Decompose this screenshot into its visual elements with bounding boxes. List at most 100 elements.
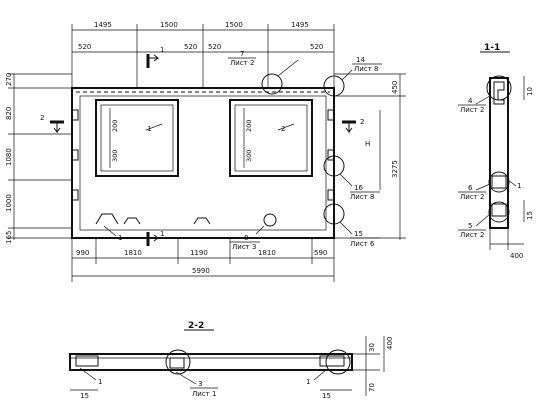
section-mark-2b: 2 (360, 118, 364, 126)
section-1-1-callout-4: 4 Лист 2 (458, 95, 491, 114)
section-1-1-embeds (491, 175, 507, 217)
svg-text:1495: 1495 (94, 21, 112, 29)
section-1-1-top-detail (493, 81, 505, 105)
plan-mark-3: 1 (118, 234, 122, 242)
svg-text:3: 3 (198, 380, 202, 388)
section-1-1-circle-mid (488, 171, 510, 193)
svg-text:Лист 1: Лист 1 (192, 390, 216, 398)
bottom-dimension-chain: 990 1810 1190 1810 590 5990 (71, 238, 335, 282)
section-1-1-dim-15: 15 (526, 211, 534, 220)
opening-dim-3: 200 (245, 120, 253, 132)
svg-text:14: 14 (356, 56, 365, 64)
svg-text:1500: 1500 (160, 21, 178, 29)
svg-text:990: 990 (76, 249, 89, 257)
section-1-1-circle-top (486, 75, 512, 101)
callout-15: 15 Лист 6 (339, 221, 380, 248)
plan-mark-2: 2 (281, 125, 285, 133)
embedded-parts-bottom (95, 213, 211, 225)
cut-2-left-arrow (53, 122, 61, 134)
mark-leader-2 (277, 123, 295, 131)
section-1-1-circle-bottom (488, 201, 510, 223)
section-2-2: 2-2 1 1 3 Лист 1 15 15 70 400 30 (69, 321, 394, 400)
right-dimension-chain: 450 3275 (334, 73, 406, 240)
svg-text:520: 520 (184, 43, 197, 51)
svg-text:1190: 1190 (190, 249, 208, 257)
section-1-1: 1-1 4 Лист 2 6 Лист 2 5 Лист 2 1 (458, 43, 534, 260)
svg-text:450: 450 (391, 81, 399, 94)
section-2-2-end-ribs (75, 355, 345, 367)
detail-circle-7 (261, 73, 283, 95)
section-2-2-mark-leader-2 (313, 369, 327, 381)
panel-inner-edge (79, 95, 327, 231)
embed-circle (263, 213, 277, 227)
right-notches (327, 109, 334, 201)
svg-text:Лист 8: Лист 8 (350, 193, 374, 201)
section-1-1-callout-6: 6 Лист 2 (458, 183, 491, 201)
svg-text:8: 8 (244, 234, 248, 242)
svg-text:16: 16 (354, 184, 363, 192)
detail-circle-15 (323, 203, 345, 225)
svg-text:165: 165 (5, 231, 13, 244)
section-mark-1b: 1 (160, 230, 164, 238)
section-2-2-dim-30: 30 (368, 343, 376, 352)
section-2-2-callout-3: 3 Лист 1 (175, 371, 218, 398)
section-2-2-dim-15a: 15 (80, 392, 89, 400)
svg-text:1000: 1000 (5, 194, 13, 212)
opening-dim-2: 300 (111, 150, 119, 162)
section-1-1-dim-400: 400 (510, 252, 523, 260)
panel-outline (71, 87, 335, 239)
svg-text:270: 270 (5, 73, 13, 86)
svg-text:Лист 8: Лист 8 (354, 65, 378, 73)
cut-1-top-arrow (148, 54, 160, 62)
svg-text:Лист 2: Лист 2 (460, 231, 484, 239)
cut-2-right-arrow (345, 122, 353, 134)
section-1-1-mark: 1 (517, 182, 521, 190)
total-width-label: 5990 (192, 267, 210, 275)
cut-1-bottom-arrow (148, 234, 160, 242)
mark-leader-1 (145, 123, 163, 131)
svg-text:Лист 2: Лист 2 (460, 106, 484, 114)
section-2-2-circle-right (325, 349, 351, 375)
top-dimension-chain: 1495 1500 1500 1495 520 520 520 520 (71, 21, 335, 88)
section-mark-1a: 1 (160, 46, 164, 54)
opening-right-inner (234, 104, 308, 172)
opening-dim-1: 200 (111, 120, 119, 132)
section-2-2-mark-1: 1 (98, 378, 102, 386)
callout-14: 14 Лист 8 (341, 56, 382, 81)
svg-text:4: 4 (468, 97, 473, 105)
callout-8: 8 Лист 3 (230, 225, 265, 251)
svg-text:1810: 1810 (124, 249, 142, 257)
svg-text:1080: 1080 (5, 148, 13, 166)
svg-text:520: 520 (310, 43, 323, 51)
section-2-2-body (69, 353, 353, 371)
opening-left-inner (100, 104, 174, 172)
plan-mark-1: 1 (147, 125, 151, 133)
opening-left (95, 99, 179, 177)
opening-dim-4: 300 (245, 150, 253, 162)
section-2-2-mid-embed (169, 357, 185, 369)
svg-text:Лист 3: Лист 3 (232, 243, 256, 251)
svg-text:Лист 2: Лист 2 (460, 193, 484, 201)
section-2-2-mark-2: 1 (306, 378, 310, 386)
left-notches (72, 109, 79, 201)
svg-text:6: 6 (468, 184, 473, 192)
svg-text:1495: 1495 (291, 21, 309, 29)
mark-leader-3 (103, 225, 117, 237)
section-1-1-title: 1-1 (484, 43, 500, 53)
section-2-2-title: 2-2 (188, 321, 204, 331)
svg-text:590: 590 (314, 249, 327, 257)
svg-text:520: 520 (208, 43, 221, 51)
svg-text:15: 15 (354, 230, 363, 238)
section-2-2-dim-400: 400 (386, 337, 394, 350)
section-2-2-mark-leader-1 (79, 367, 97, 381)
section-2-2-dim-15b: 15 (322, 392, 331, 400)
callout-16: 16 Лист 8 (339, 173, 380, 201)
left-dimension-chain: 270 820 1080 1000 165 (5, 73, 72, 244)
section-mark-2a: 2 (40, 114, 44, 122)
section-2-2-circle-mid (165, 349, 191, 375)
svg-text:820: 820 (5, 107, 13, 120)
section-1-1-mark-leader (507, 179, 517, 187)
svg-text:520: 520 (78, 43, 91, 51)
section-1-1-callout-5: 5 Лист 2 (458, 213, 491, 239)
